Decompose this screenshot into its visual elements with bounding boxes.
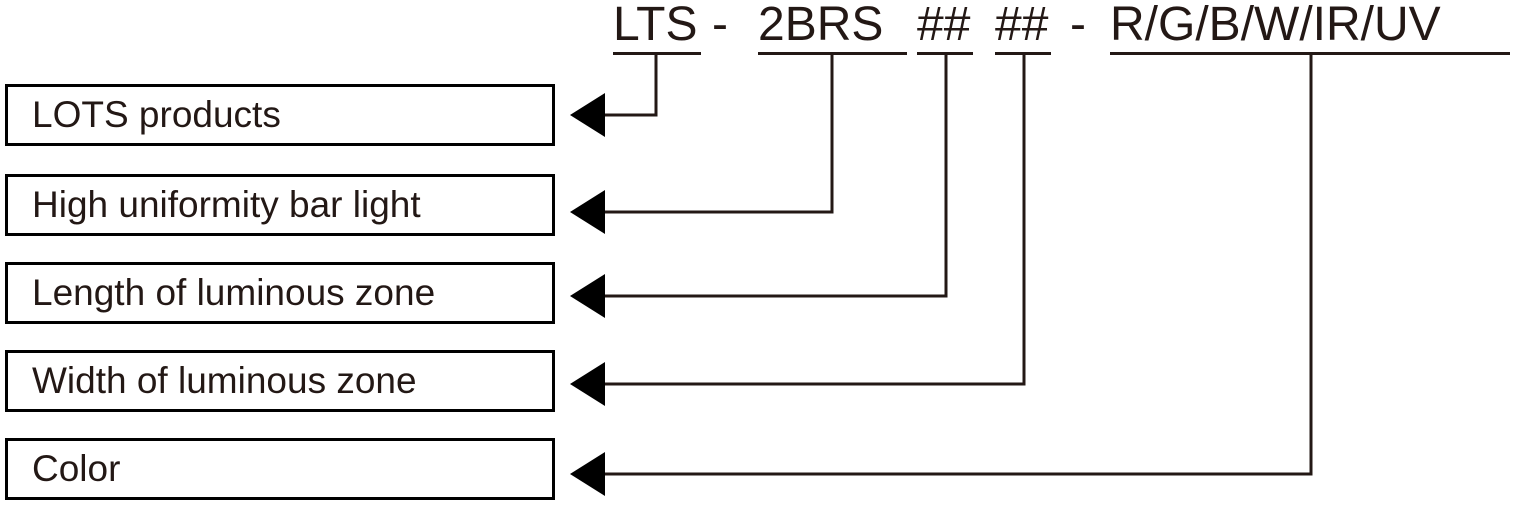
code-segment-4: ## xyxy=(995,0,1049,51)
model-code-row: LTS-2BRS####-R/G/B/W/IR/UV xyxy=(0,0,1513,60)
code-underline-0 xyxy=(613,52,701,55)
leader-line-3 xyxy=(605,52,1026,386)
label-box-2: Length of luminous zone xyxy=(5,262,555,324)
arrowhead-0 xyxy=(570,93,605,137)
label-box-4: Color xyxy=(5,438,555,500)
code-segment-3: ## xyxy=(917,0,971,51)
code-segment-2: 2BRS xyxy=(758,0,884,51)
leader-line-0 xyxy=(605,52,658,117)
label-text-1: High uniformity bar light xyxy=(32,184,421,225)
code-underline-6 xyxy=(1110,52,1510,55)
code-segment-1: - xyxy=(712,0,728,51)
leader-line-4 xyxy=(605,52,1313,476)
code-segment-0: LTS xyxy=(613,0,698,51)
arrowhead-1 xyxy=(570,190,605,234)
label-box-0: LOTS products xyxy=(5,84,555,146)
leader-line-1 xyxy=(605,52,834,214)
arrowhead-2 xyxy=(570,274,605,318)
label-text-3: Width of luminous zone xyxy=(32,360,417,401)
label-text-0: LOTS products xyxy=(32,94,281,135)
leader-line-2 xyxy=(605,52,948,298)
code-segment-5: - xyxy=(1070,0,1086,51)
code-underline-3 xyxy=(917,52,973,55)
code-underline-4 xyxy=(995,52,1051,55)
arrowhead-3 xyxy=(570,362,605,406)
label-box-3: Width of luminous zone xyxy=(5,350,555,412)
code-underline-2 xyxy=(758,52,907,55)
arrowhead-4 xyxy=(570,452,605,496)
label-text-4: Color xyxy=(32,448,121,489)
label-text-2: Length of luminous zone xyxy=(32,272,436,313)
label-box-1: High uniformity bar light xyxy=(5,174,555,236)
code-segment-6: R/G/B/W/IR/UV xyxy=(1110,0,1441,51)
